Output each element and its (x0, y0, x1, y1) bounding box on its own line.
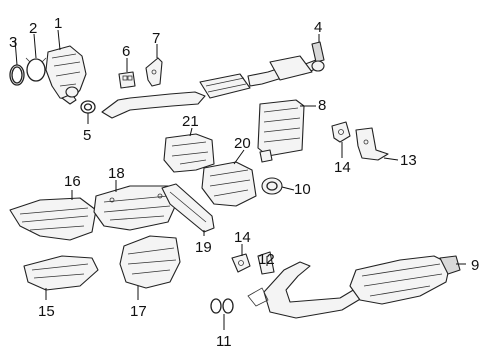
part-15-heat-shield (23, 255, 99, 291)
callout-15: 15 (38, 303, 55, 320)
callout-numbers: 1 2 3 4 5 6 7 8 9 10 11 12 13 14 14 15 1… (9, 15, 479, 350)
part-1-catalytic-converter (45, 45, 87, 105)
callout-7: 7 (152, 30, 160, 47)
callout-19: 19 (195, 239, 212, 256)
callout-9: 9 (471, 257, 479, 274)
part-5-flange-gasket (80, 100, 96, 114)
part-7-hanger-bracket (145, 57, 163, 87)
part-3-ring-gasket (9, 64, 25, 86)
part-9-rear-muffler-assembly (247, 255, 461, 319)
callout-13: 13 (400, 152, 417, 169)
callout-2: 2 (29, 20, 37, 37)
callout-20: 20 (234, 135, 251, 152)
part-21-heat-shield (163, 133, 215, 173)
part-6-bracket (118, 71, 136, 89)
callout-1: 1 (54, 15, 62, 32)
callout-8: 8 (318, 97, 326, 114)
part-11-clamp (210, 298, 234, 314)
part-8-front-muffler-shield (257, 99, 305, 163)
part-18-heat-shield (93, 185, 179, 231)
callout-4: 4 (314, 19, 322, 36)
callout-17: 17 (130, 303, 147, 320)
callout-3: 3 (9, 34, 17, 51)
part-14-lower-isolator (231, 253, 251, 273)
callout-6: 6 (122, 43, 130, 60)
part-20-heat-shield (201, 161, 257, 207)
callout-14-lower: 14 (234, 229, 251, 246)
callout-21: 21 (182, 113, 199, 130)
part-10-pipe-sleeve (261, 177, 283, 195)
leader-lines (14, 29, 466, 330)
callout-18: 18 (108, 165, 125, 182)
part-13-bracket (355, 127, 389, 161)
part-16-heat-shield (9, 197, 97, 241)
front-exhaust-pipe-assembly (101, 41, 325, 119)
part-2-clamp-ring (25, 57, 47, 82)
part-12-hanger (257, 251, 275, 275)
callout-11: 11 (216, 333, 232, 350)
callout-16: 16 (64, 173, 81, 190)
callout-5: 5 (83, 127, 91, 144)
callout-10: 10 (294, 181, 311, 198)
callout-14-upper: 14 (334, 159, 351, 176)
part-17-heat-shield (119, 235, 181, 289)
callout-12: 12 (258, 251, 275, 268)
part-14-upper-isolator (331, 121, 351, 143)
part-19-heat-shield-strip (161, 183, 215, 233)
